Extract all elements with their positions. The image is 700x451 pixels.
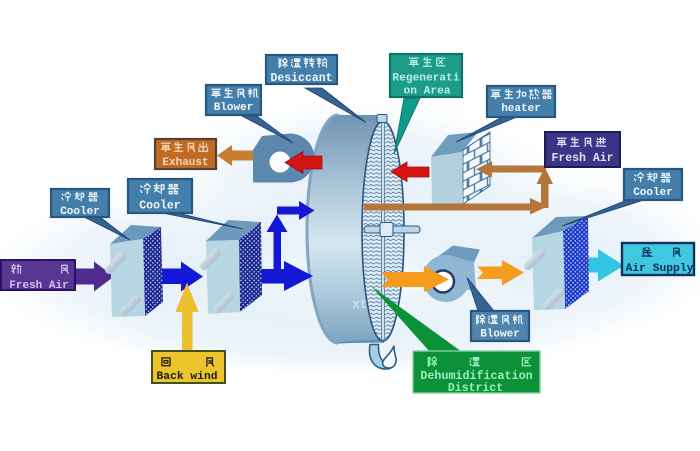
svg-text:on Area: on Area [404,86,451,98]
svg-text:Cooler: Cooler [139,200,181,213]
svg-text:Fresh Air: Fresh Air [9,280,68,292]
svg-text:Dehumidification: Dehumidification [420,369,532,383]
svg-text:Air Supply: Air Supply [626,263,694,275]
svg-text:Blower: Blower [480,329,520,341]
svg-text:xt: xt [352,297,368,312]
svg-text:Exhaust: Exhaust [162,157,208,169]
svg-text:Regenerati: Regenerati [392,73,459,85]
svg-text:Fresh Air: Fresh Air [551,152,613,165]
svg-text:Cooler: Cooler [60,206,100,218]
svg-text:Desiccant: Desiccant [270,72,332,85]
svg-text:District: District [448,382,503,395]
svg-text:heater: heater [501,103,541,115]
svg-text:Cooler: Cooler [633,187,673,199]
svg-text:Back wind: Back wind [156,371,217,383]
svg-text:Blower: Blower [214,102,254,114]
